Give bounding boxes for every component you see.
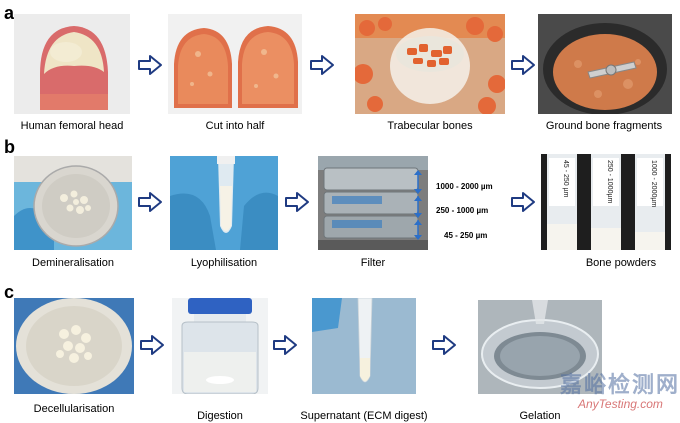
tube-label-medium: 250 - 1000µm [606,160,613,204]
photo-ground-fragments [538,14,672,114]
arrow-right-icon [511,192,535,212]
caption-digestion: Digestion [197,410,243,422]
panel-letter-b: b [4,137,15,157]
sieve-arrows-icon [414,170,422,240]
tube-label-small: 45 - 250 µm [562,160,569,198]
arrow-right-icon [310,55,334,75]
photo-gelation [478,300,602,394]
watermark-url: AnyTesting.com [578,397,663,411]
photo-digestion [172,298,268,394]
photo-supernatant [312,298,416,394]
tube-label-large: 1000 - 2000µm [650,160,657,208]
caption-bone-powders: Bone powders [585,257,657,269]
photo-sieve-stack [318,156,428,250]
arrow-right-icon [511,55,535,75]
caption-ground-fragments: Ground bone fragments [545,120,663,132]
arrow-right-icon [273,335,297,355]
arrow-right-icon [138,192,162,212]
sieve-size-label-small: 45 - 250 µm [444,231,488,240]
arrow-right-icon [285,192,309,212]
photo-demineralisation [14,156,132,250]
caption-supernatant: Supernatant (ECM digest) [300,410,428,422]
photo-bone-powder-tubes: 45 - 250 µm 250 - 1000µm 1000 - 2000µm [541,154,671,250]
panel-letter-a: a [4,3,15,23]
caption-filter: Filter [360,257,386,269]
photo-lyophilisation [170,156,278,250]
sieve-size-label-medium: 250 - 1000 µm [436,206,489,215]
photo-decellularisation [14,298,134,394]
photo-trabecular-bones [355,14,505,114]
caption-trabecular-bones: Trabecular bones [387,120,473,132]
photo-cut-half [168,14,302,114]
panel-letter-c: c [4,282,15,302]
caption-femoral-head: Human femoral head [20,120,124,132]
arrow-right-icon [138,55,162,75]
arrow-right-icon [140,335,164,355]
watermark-text: 嘉峪检测网 [560,372,680,397]
photo-femoral-head [14,14,130,114]
caption-lyophilisation: Lyophilisation [190,257,258,269]
arrow-right-icon [432,335,456,355]
sieve-size-label-large: 1000 - 2000 µm [436,182,493,191]
caption-demineralisation: Demineralisation [32,257,114,269]
caption-cut-half: Cut into half [205,120,265,132]
caption-gelation: Gelation [519,410,561,422]
caption-decellularisation: Decellularisation [33,403,115,415]
